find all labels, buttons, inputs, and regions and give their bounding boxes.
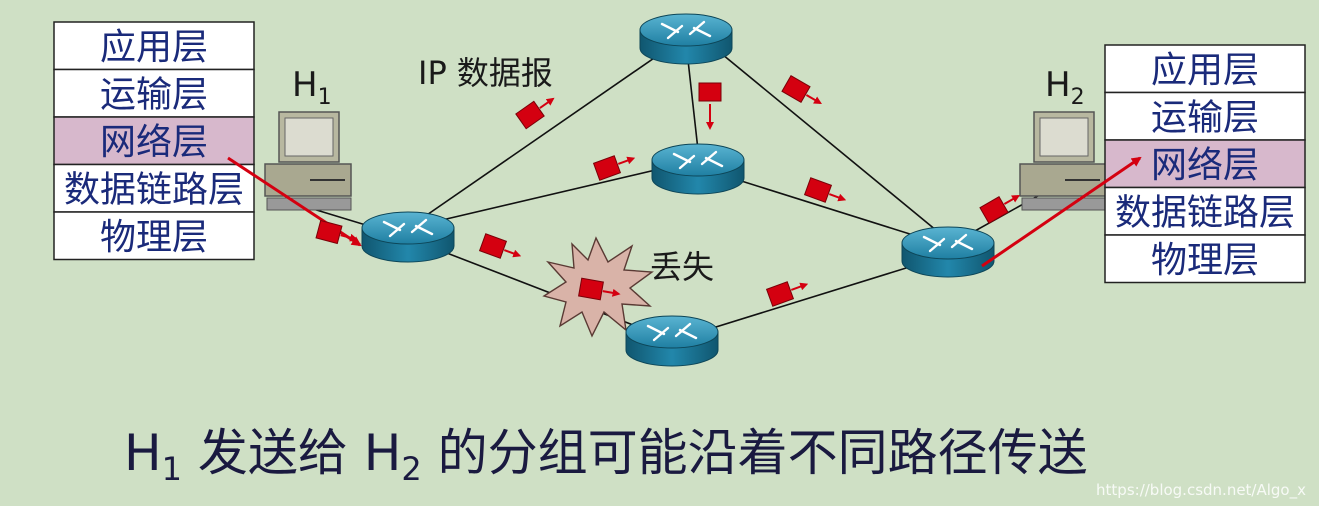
router-middle xyxy=(651,143,745,195)
link-top-mid xyxy=(687,59,699,151)
packets xyxy=(315,75,1020,307)
left-layer-4: 物理层 xyxy=(53,211,255,261)
right-layer-label: 应用层 xyxy=(1151,50,1259,91)
left-layer-2: 网络层 xyxy=(53,116,255,166)
left-layer-label: 运输层 xyxy=(100,74,208,115)
watermark: https://blog.csdn.net/Algo_x xyxy=(1096,481,1306,500)
left-layer-0: 应用层 xyxy=(53,21,255,71)
packet xyxy=(515,97,555,130)
packet xyxy=(979,194,1020,224)
right-layer-1: 运输层 xyxy=(1104,91,1306,141)
left-layer-3: 数据链路层 xyxy=(53,163,255,213)
left-layer-label: 物理层 xyxy=(100,217,208,258)
right-layer-label: 网络层 xyxy=(1151,145,1259,186)
host-h1-label: H1 xyxy=(292,65,332,110)
routers xyxy=(361,13,995,367)
right-layer-label: 数据链路层 xyxy=(1115,192,1295,233)
left-layer-label: 应用层 xyxy=(100,27,208,68)
packet xyxy=(781,75,822,105)
link-r1-top xyxy=(407,35,687,229)
link-r1-bottom xyxy=(407,237,673,341)
host-h2-label: H2 xyxy=(1045,65,1085,110)
right-layer-3: 数据链路层 xyxy=(1104,186,1306,236)
router-h2-side xyxy=(901,226,995,278)
ip-datagram-label: IP 数据报 xyxy=(418,54,553,92)
left-layer-label: 数据链路层 xyxy=(64,169,244,210)
packet xyxy=(803,177,847,203)
left-layer-1: 运输层 xyxy=(53,68,255,118)
host-h1-computer xyxy=(264,111,352,211)
right-layer-label: 物理层 xyxy=(1151,240,1259,281)
right-layer-label: 运输层 xyxy=(1151,97,1259,138)
packet xyxy=(698,82,722,130)
link-bottom-right xyxy=(673,254,949,341)
packet xyxy=(592,155,636,181)
link-top-right xyxy=(699,35,949,241)
router-top xyxy=(639,13,733,65)
caption: H1 发送给 H2 的分组可能沿着不同路径传送 xyxy=(124,424,1088,488)
right-layer-0: 应用层 xyxy=(1104,44,1306,94)
lost-label: 丢失 xyxy=(650,248,714,286)
link-r1-mid xyxy=(407,159,699,229)
router-to-h2-network-arrow xyxy=(981,156,1142,268)
host-h2-computer xyxy=(1019,111,1107,211)
packet xyxy=(315,219,358,245)
left-layer-label: 网络层 xyxy=(100,122,208,163)
router-h1-side xyxy=(361,211,455,263)
packet xyxy=(578,277,621,301)
right-layer-4: 物理层 xyxy=(1104,234,1306,284)
right-layer-2: 网络层 xyxy=(1104,139,1306,189)
packet xyxy=(478,233,522,259)
packet xyxy=(765,281,809,307)
router-bottom xyxy=(625,315,719,367)
